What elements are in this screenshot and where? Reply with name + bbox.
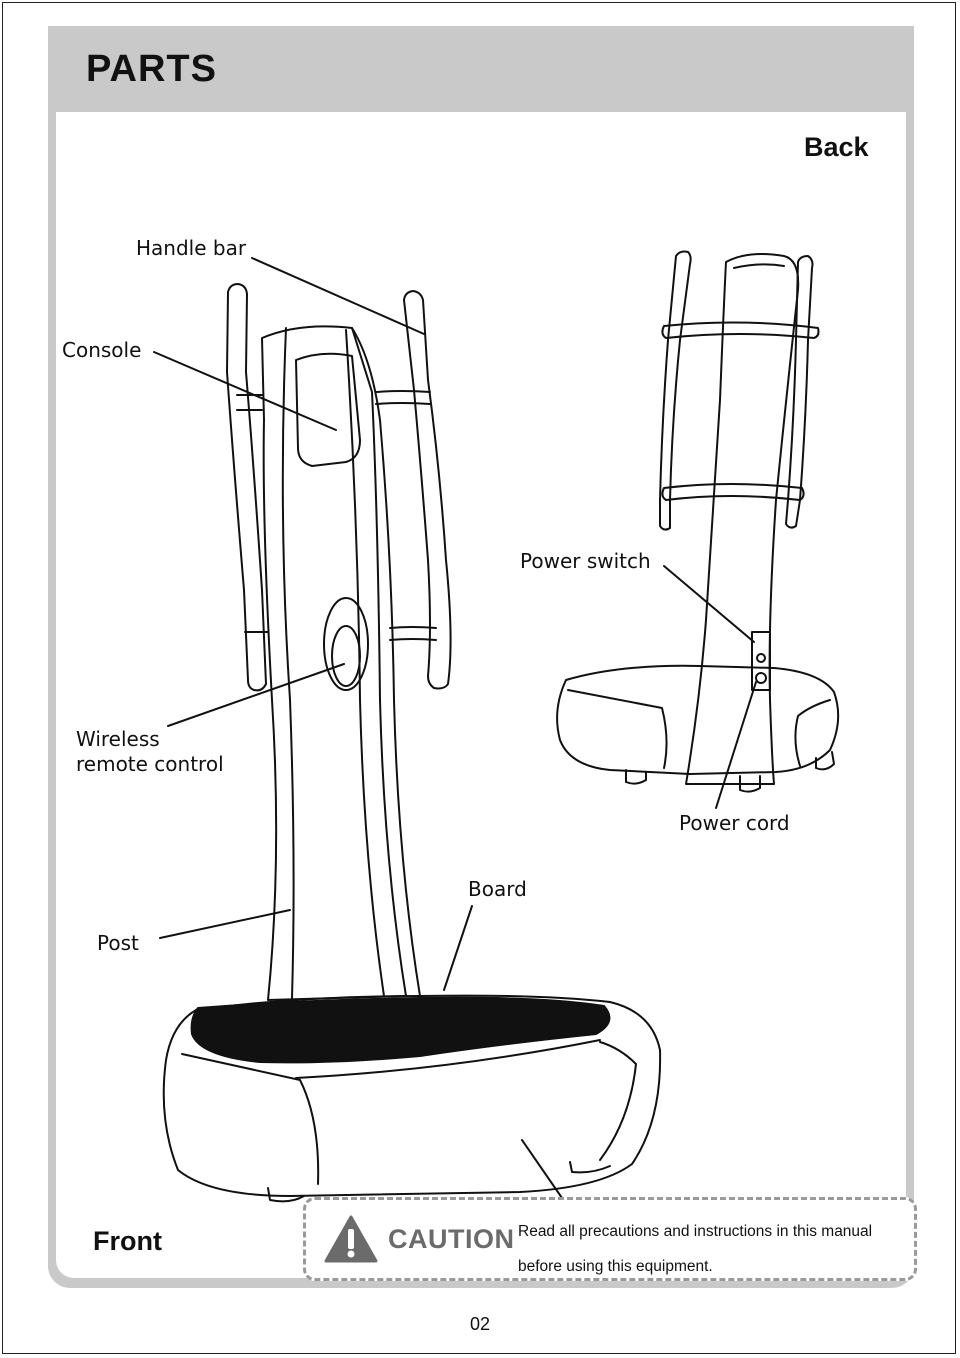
caution-text-line1: Read all precautions and instructions in…	[518, 1223, 873, 1240]
back-post	[685, 253, 800, 785]
front-board	[190, 996, 611, 1064]
parts-panel-content	[56, 112, 906, 1278]
wireless-label-line1: Wireless	[76, 727, 160, 751]
post-label: Post	[97, 931, 139, 955]
caution-box: CAUTION Read all precautions and instruc…	[303, 1197, 917, 1281]
remote-holder	[323, 597, 369, 691]
console-panel	[295, 352, 361, 467]
board-label: Board	[468, 877, 527, 901]
caution-text-line2: before using this equipment.	[518, 1258, 713, 1275]
wireless-label-line2: remote control	[76, 752, 224, 776]
left-handle-bar	[226, 283, 267, 692]
power-switch-plate	[751, 631, 771, 691]
power-cord-label: Power cord	[679, 811, 790, 835]
front-base	[162, 994, 662, 1197]
warning-triangle-icon	[324, 1215, 378, 1263]
post-body	[261, 325, 407, 1001]
page-number: 02	[469, 1314, 491, 1334]
front-view-drawing	[162, 283, 662, 1203]
leader-lines	[153, 257, 757, 1199]
back-base	[556, 664, 840, 775]
console-label: Console	[62, 338, 142, 362]
caution-word: CAUTION	[388, 1224, 515, 1254]
right-handle-bar	[403, 290, 452, 690]
page-title: PARTS	[86, 48, 217, 90]
back-right-handle	[785, 255, 814, 529]
front-view-label: Front	[93, 1226, 162, 1256]
power-switch-label: Power switch	[520, 549, 651, 573]
back-left-handle	[659, 250, 692, 531]
back-view-label: Back	[804, 132, 869, 162]
handle-bar-label: Handle bar	[136, 236, 247, 260]
back-view-drawing	[556, 250, 840, 793]
